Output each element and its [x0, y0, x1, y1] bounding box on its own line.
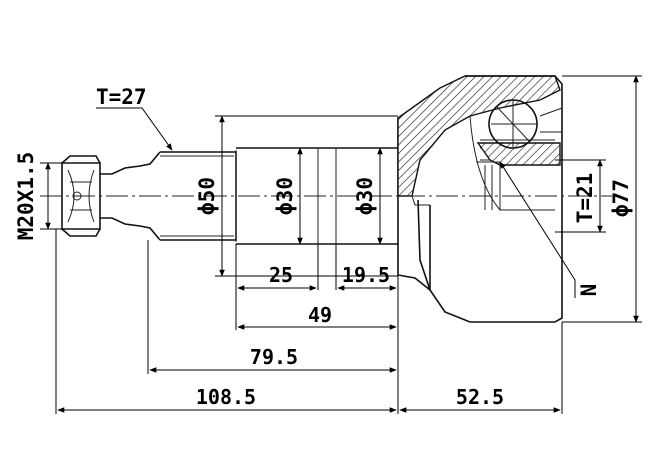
outer-housing	[397, 75, 563, 323]
leaders	[96, 107, 576, 298]
label-abs-mark: N	[577, 284, 601, 297]
label-len-108-5: 108.5	[196, 385, 256, 409]
label-len-79-5: 79.5	[250, 345, 298, 369]
label-dia-mid2: ϕ30	[353, 177, 377, 215]
label-len-25: 25	[269, 263, 293, 287]
label-spline-inner: T=21	[573, 173, 597, 224]
label-thread-spec: M20X1.5	[14, 152, 38, 241]
label-spline-outer: T=27	[96, 85, 147, 109]
label-len-19-5: 19.5	[342, 263, 390, 287]
label-dia-shaft: ϕ50	[195, 177, 219, 215]
diameter-dims	[40, 75, 642, 323]
label-len-49: 49	[308, 303, 332, 327]
label-len-52-5: 52.5	[456, 385, 504, 409]
label-dia-housing: ϕ77	[609, 179, 633, 217]
length-dims	[55, 229, 563, 414]
label-dia-mid1: ϕ30	[273, 177, 297, 215]
